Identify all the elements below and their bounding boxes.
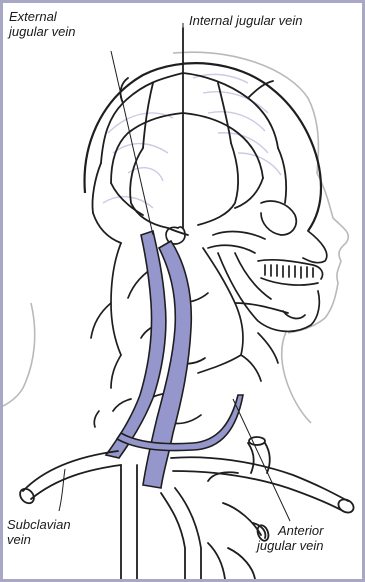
label-subclavian-vein: Subclavian vein — [7, 517, 71, 547]
cranial-veins — [92, 28, 286, 243]
subclavian-veins — [17, 437, 356, 579]
label-external-jugular-vein: External jugular vein — [9, 9, 76, 39]
label-anterior-jugular-vein: Anterior jugular vein — [257, 523, 324, 553]
head-neck-vein-illustration — [3, 3, 362, 579]
label-internal-jugular-vein: Internal jugular vein — [189, 13, 302, 28]
